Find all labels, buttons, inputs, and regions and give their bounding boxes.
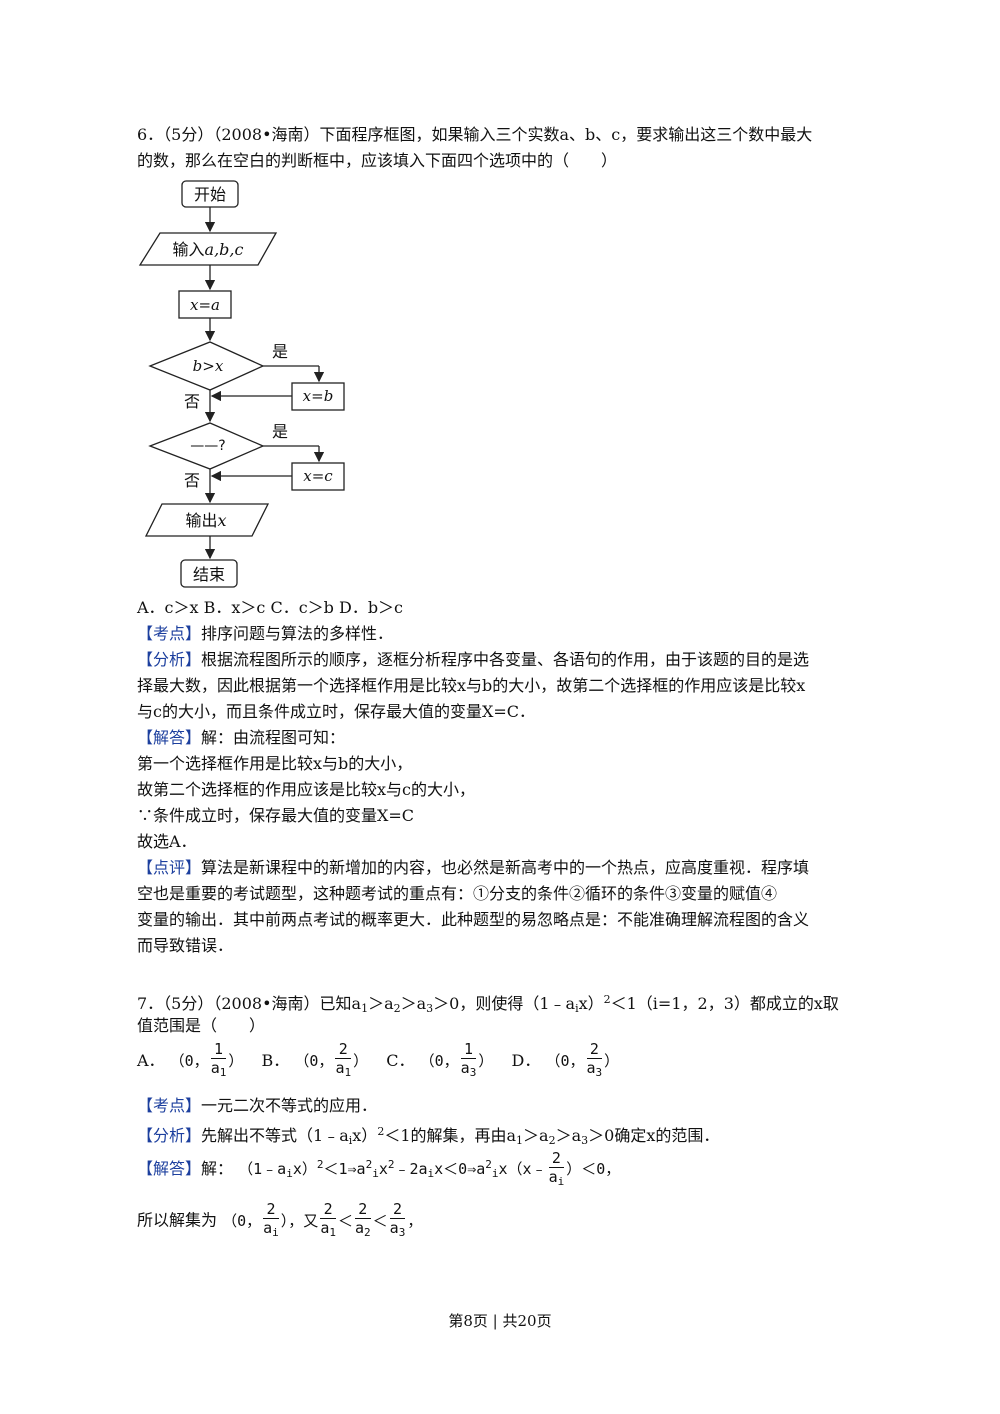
q6-jieda-line4: ∵条件成立时，保存最大值的变量X=C	[137, 806, 415, 825]
q6-fenxi-line1: 【分析】根据流程图所示的顺序，逐框分析程序中各变量、各语句的作用，由于该题的目的…	[137, 650, 810, 669]
flow-input-label: 输入a,b,c	[173, 240, 244, 259]
flow-assign-c-label: x=c	[303, 467, 333, 485]
q6-stem-line1: 6．（5分）（2008•海南）下面程序框图，如果输入三个实数a、b、c，要求输出…	[137, 125, 813, 144]
flow-no1-label: 否	[184, 392, 200, 411]
flow-no2-label: 否	[184, 471, 200, 490]
q7-kaodian: 【考点】一元二次不等式的应用．	[137, 1096, 378, 1115]
flow-end-label: 结束	[193, 565, 225, 584]
flow-end-box	[180, 559, 238, 588]
q6-dianping-line2: 空也是重要的考试题型，这种题考试的重点有：①分支的条件②循环的条件③变量的赋值④	[137, 884, 778, 903]
flow-yes2-label: 是	[272, 422, 288, 441]
flow-cond2-label: ——?	[190, 438, 225, 454]
flow-assign-a-box	[178, 290, 232, 319]
q6-jieda-line3: 故第二个选择框的作用应该是比较x与c的大小，	[137, 780, 475, 799]
q6-stem-line2: 的数，那么在空白的判断框中，应该填入下面四个选项中的（ ）	[137, 151, 618, 170]
q6-kaodian: 【考点】排序问题与算法的多样性．	[137, 624, 394, 643]
q6-dianping-line4: 而导致错误．	[137, 936, 234, 955]
flow-assign-a-label: x=a	[190, 296, 220, 314]
q7-stem-line2: 值范围是（ ）	[137, 1016, 266, 1035]
q6-options: A．c＞x B．x＞c C．c＞b D．b＞c	[137, 598, 404, 617]
flowchart: 开始 输入a,b,c x=a b>x 是 x=b 否 ——? 是 x=c 否 输…	[138, 180, 345, 588]
q7-stem-line1: 7．（5分）（2008•海南）已知a1＞a2＞a3＞0，则使得（1﹣aix）2＜…	[137, 993, 839, 1015]
flow-input-box	[138, 232, 278, 266]
flow-cond1-label: b>x	[193, 357, 224, 375]
q6-fenxi-line3: 与c的大小，而且条件成立时，保存最大值的变量X=C．	[137, 702, 536, 721]
flow-yes1-label: 是	[272, 342, 288, 361]
q6-dianping-line3: 变量的输出．其中前两点考试的概率更大．此种题型的易忽略点是：不能准确理解流程图的…	[137, 910, 810, 929]
q6-dianping-line1: 【点评】算法是新课程中的新增加的内容，也必然是新高考中的一个热点，应高度重视．程…	[137, 858, 810, 877]
q6-jieda-line2: 第一个选择框作用是比较x与b的大小，	[137, 754, 413, 773]
flow-start-label: 开始	[194, 185, 226, 204]
flow-output-box	[144, 503, 270, 537]
flow-output-label: 输出x	[185, 511, 226, 530]
page-footer: 第8页 | 共20页	[448, 1312, 552, 1330]
q7-fenxi: 【分析】先解出不等式（1﹣aix）2＜1的解集，再由a1＞a2＞a3＞0确定x的…	[137, 1125, 720, 1147]
q6-jieda-line1: 【解答】解：由流程图可知：	[137, 728, 346, 747]
q6-jieda-line5: 故选A．	[137, 832, 197, 851]
q6-fenxi-line2: 择最大数，因此根据第一个选择框作用是比较x与b的大小，故第二个选择框的作用应该是…	[137, 676, 806, 695]
flow-assign-b-label: x=b	[303, 387, 334, 405]
